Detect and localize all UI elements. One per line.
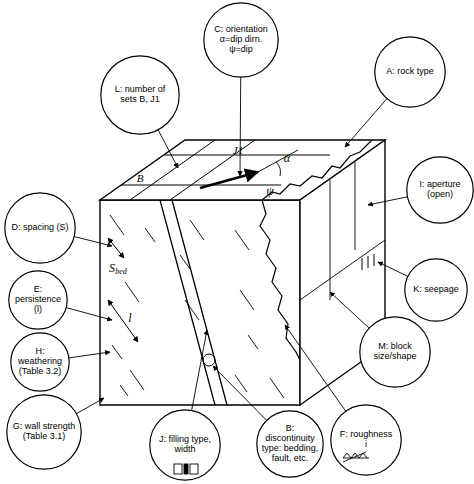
callout-circle: G: wall strength (Table 3.1) [6,394,82,470]
callout-text: K: seepage [409,285,463,295]
rough-joint-trace [262,140,372,200]
callout-circle-shape [150,410,220,480]
callout-circle: D: spacing (S) [4,192,76,264]
fault-marker [203,354,215,366]
callout-text-box: M: block size/shape [364,342,425,362]
callout-text: E: persistence (l) [13,285,64,315]
callout-circle: J: filling type, width [149,409,221,481]
symbol-label: α [284,152,290,164]
callout-text-box: K: seepage [409,285,463,295]
side-fractures [300,162,385,300]
callout-text: A: rock type [379,67,440,77]
callout-text: F: roughness [335,430,396,440]
symbol-label: B [137,173,144,184]
callout-text: L: number of sets B, J1 [106,85,174,105]
callout-circle-shape [405,259,467,321]
callout-text-box: A: rock type [379,67,440,77]
symbol-label: bed [115,268,127,276]
fault-lines [160,200,227,405]
dip-arrow [200,172,258,188]
callout-text: i [335,440,396,450]
persistence-dimension [108,300,138,342]
callout-text-box: L: number of sets B, J1 [106,85,174,105]
callout-circle: K: seepage [404,258,468,322]
callout-circle: M: block size/shape [359,316,431,388]
callout-text-box: H: weathering (Table 3.2) [15,347,66,377]
callout-text-box: F: roughnessi [335,430,396,450]
callout-circle: L: number of sets B, J1 [100,55,180,135]
callout-text: J: filling type, width [154,435,215,455]
seepage-marks [362,254,374,270]
callout-text: I: aperture (open) [411,180,469,200]
callout-text: G: wall strength (Table 3.1) [12,422,77,442]
symbol-label: S [109,262,115,274]
callout-text-box: B: discontinuity type: bedding, fault, e… [261,424,319,464]
callout-circle-shape [5,193,75,263]
callout-circle: F: roughnessi [330,404,402,476]
angle-arc [276,162,281,176]
callout-text-box: J: filling type, width [154,435,215,455]
callout-text: C: orientation α=dip dirn. ψ=dip [209,25,274,55]
callout-circle-shape [204,3,278,77]
rough-joint-surface [260,200,300,360]
joint-traces [121,140,330,200]
callout-circle-shape [407,157,473,223]
callout-text-box: E: persistence (l) [13,285,64,315]
callout-circle: A: rock type [374,36,446,108]
callout-circle: H: weathering (Table 3.2) [10,332,70,392]
callout-text-box: I: aperture (open) [411,180,469,200]
bedding-hatch [110,215,284,398]
callout-text-box: G: wall strength (Table 3.1) [12,422,77,442]
callout-circle-shape [257,411,323,477]
leader-lines [38,40,440,445]
callout-circle-shape [375,37,445,107]
callout-circle-shape [331,405,401,475]
symbol-label: ψ [266,185,273,197]
callout-circle-shape [7,395,81,469]
callout-text: M: block size/shape [364,342,425,362]
reference-line [258,150,298,172]
callout-circle-shape [101,56,179,134]
callout-text: B: discontinuity type: bedding, fault, e… [261,424,319,464]
callout-circle: B: discontinuity type: bedding, fault, e… [256,410,324,478]
callout-text-box: D: spacing (S) [9,223,70,233]
callout-text: D: spacing (S) [9,223,70,233]
callout-circle: E: persistence (l) [8,270,68,330]
callout-text-box: C: orientation α=dip dirn. ψ=dip [209,25,274,55]
spacing-dimension [108,238,124,258]
callout-circle-shape [11,333,69,391]
callout-circle-shape [9,271,67,329]
callout-circle: C: orientation α=dip dirn. ψ=dip [203,2,279,78]
block-front-face [100,200,300,405]
callout-text: H: weathering (Table 3.2) [15,347,66,377]
symbol-label: l [128,312,131,324]
symbol-label: J1 [233,145,243,156]
callout-circle-shape [360,317,430,387]
callout-circle: I: aperture (open) [406,156,474,224]
